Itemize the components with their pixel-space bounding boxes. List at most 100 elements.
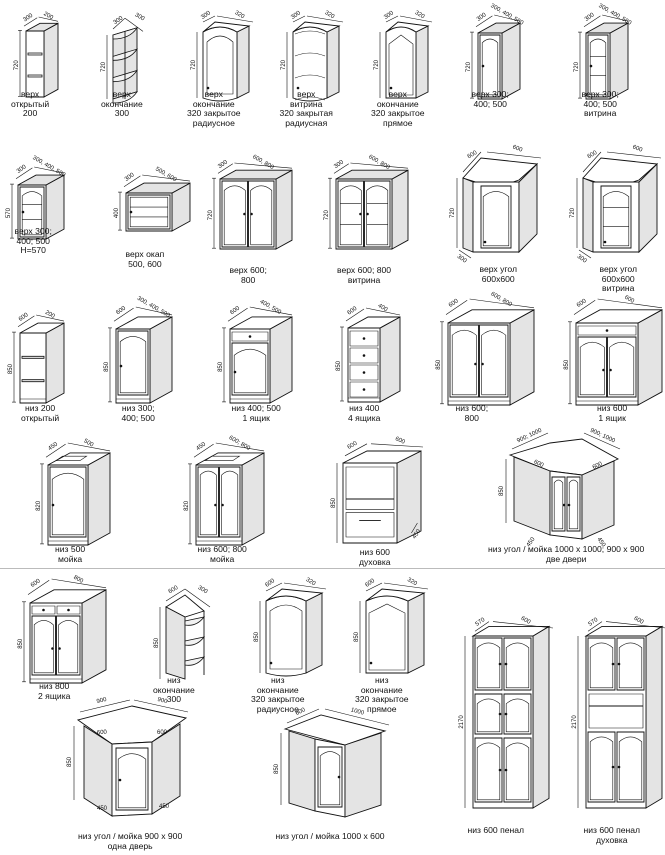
section-divider	[0, 568, 665, 569]
dimension-line	[184, 588, 211, 608]
caption-line: витрина	[583, 108, 617, 119]
height-label: 850	[354, 631, 360, 642]
door-frame	[579, 341, 605, 396]
door	[56, 615, 81, 676]
shelf	[27, 74, 43, 78]
knob-icon	[51, 503, 55, 507]
depth-label: 600, 800	[367, 154, 391, 171]
dimension-line	[265, 582, 283, 592]
caption-line: низ	[271, 675, 285, 685]
knob-icon	[58, 647, 61, 650]
door	[31, 615, 56, 676]
height-label: 850	[331, 497, 337, 508]
top-panel	[265, 588, 324, 602]
door-frame	[618, 736, 643, 801]
width-label: 300	[290, 10, 302, 21]
door	[479, 34, 501, 98]
caption-line: витрина	[347, 274, 381, 285]
door	[19, 186, 45, 238]
dimension-line	[445, 299, 468, 315]
door	[231, 342, 269, 396]
door-frame	[58, 620, 79, 674]
dimension-line	[217, 163, 233, 174]
knob-icon	[42, 608, 45, 612]
width-label: 300	[23, 12, 35, 23]
side-panel	[581, 460, 615, 540]
door-frame	[269, 604, 303, 670]
dimension-line	[234, 162, 293, 169]
width-label: 570	[588, 617, 600, 628]
depth-label: 600	[295, 707, 307, 717]
knob-icon	[221, 503, 224, 507]
side-panel	[87, 452, 111, 546]
door-frame	[553, 479, 564, 530]
height-label: 720	[14, 60, 20, 71]
dimension-line	[573, 299, 596, 315]
front-label: 600	[533, 459, 545, 469]
height-label: 850	[436, 359, 442, 370]
side-panel	[645, 625, 663, 809]
shelf	[27, 52, 43, 56]
side-panel	[379, 316, 401, 403]
door	[248, 180, 275, 248]
caption-line: витрина	[602, 283, 635, 294]
caption-line: 600x600	[601, 273, 635, 284]
height-label: 720	[324, 210, 330, 221]
height-label: 850	[18, 638, 24, 649]
top-panel	[575, 309, 663, 324]
dimension-line	[486, 151, 542, 159]
door-frame	[568, 479, 579, 530]
side-width-label: 300	[456, 254, 468, 265]
cabinet-caption: верх 600;800	[230, 265, 267, 285]
door	[219, 466, 241, 538]
caption-line: низ 600; 800	[197, 544, 247, 554]
caption-line: низ 600	[359, 547, 390, 557]
caption-line: верх	[204, 89, 223, 99]
dimension-line	[17, 315, 35, 327]
shelf	[294, 96, 326, 101]
top-panel	[447, 309, 535, 324]
cabinet-caption: низ 600;800	[456, 403, 489, 423]
dimension-line	[113, 307, 134, 322]
side-panel	[269, 316, 293, 404]
width-label: 600	[587, 150, 599, 161]
knob-icon	[118, 778, 122, 782]
door	[503, 693, 532, 735]
side-label: 450	[526, 536, 537, 548]
door	[566, 476, 581, 532]
top-panel	[584, 625, 664, 637]
front-panel	[19, 332, 47, 404]
caption-line: верх	[297, 89, 316, 99]
top-panel	[335, 169, 409, 180]
door	[317, 746, 343, 808]
top-panel	[219, 169, 293, 180]
height-label: 720	[374, 59, 380, 70]
caption-line: низ 500	[55, 544, 86, 554]
knob-icon	[21, 210, 25, 214]
dimension-line	[27, 579, 50, 595]
dimension-line	[350, 162, 409, 169]
dimension-line	[494, 14, 521, 22]
door-frame	[505, 642, 530, 689]
knob-icon	[602, 368, 605, 372]
door-frame	[221, 470, 239, 536]
caption-line: низ угол / мойка 1000 x 600	[275, 831, 385, 841]
caption-line: прямое	[383, 117, 413, 128]
width-label: 300	[16, 164, 28, 175]
depth-label: 600	[633, 616, 645, 627]
shelf	[294, 52, 326, 57]
side-panel	[275, 169, 293, 250]
dimension-line	[578, 249, 592, 259]
